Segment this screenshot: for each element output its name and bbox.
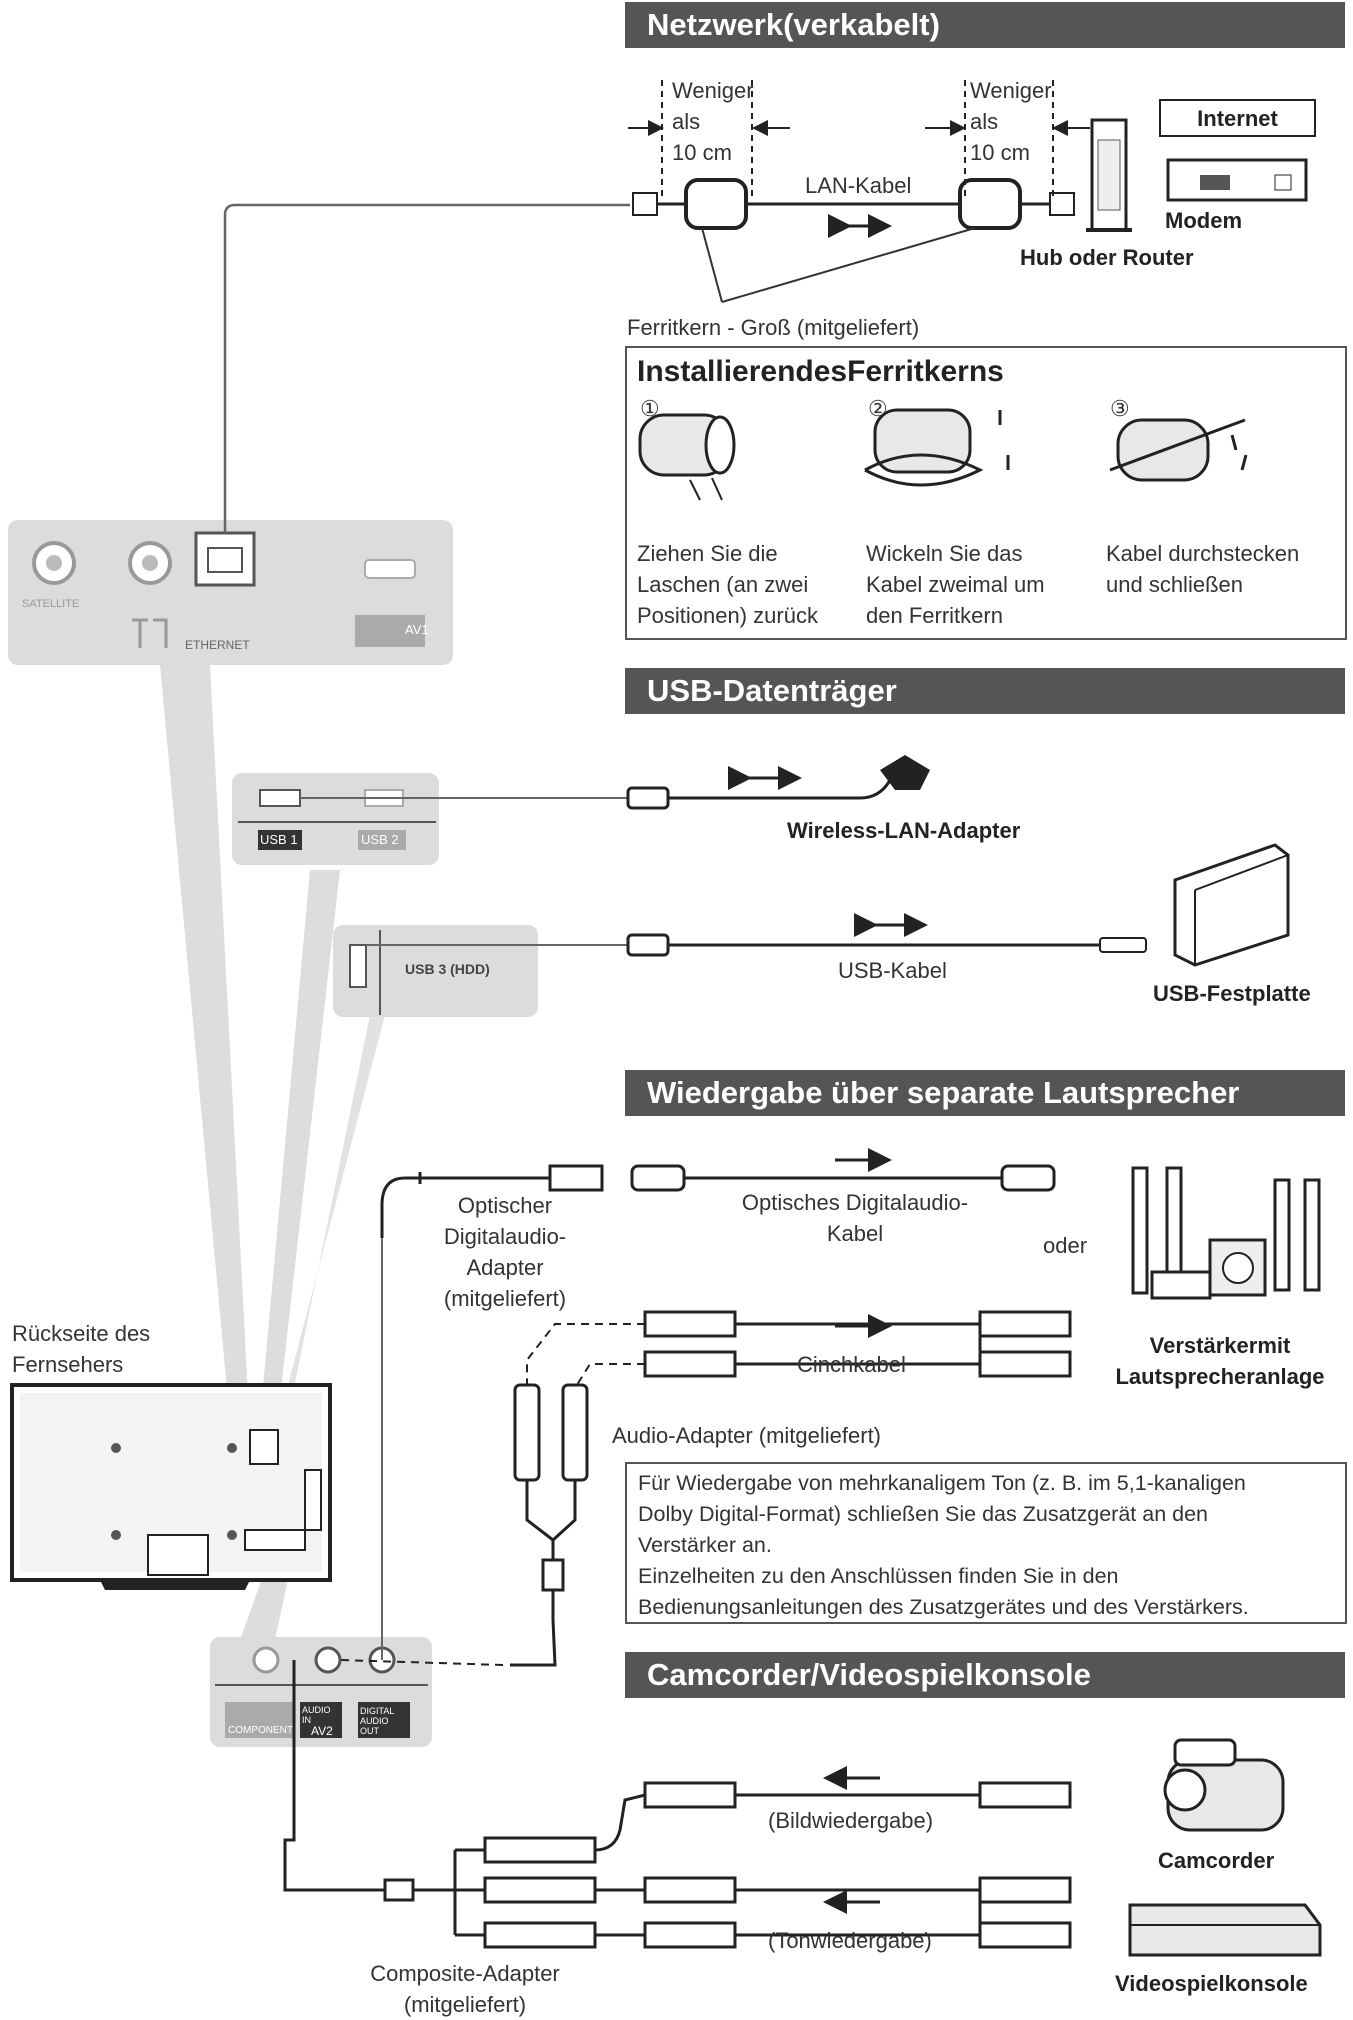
tv-back-label: Rückseite des Fernsehers bbox=[12, 1321, 151, 1377]
ethernet-label: ETHERNET bbox=[185, 638, 250, 652]
usb1-port bbox=[259, 789, 301, 807]
av1-label: AV1 bbox=[405, 622, 429, 637]
optical-adapter-label: Optischer Digitalaudio- Adapter (mitgeli… bbox=[443, 1193, 567, 1311]
or-label: oder bbox=[1043, 1233, 1088, 1258]
ethernet-port bbox=[194, 531, 256, 587]
optical-adapter bbox=[548, 1164, 604, 1192]
distance-right-label: Weniger als 10 cm bbox=[970, 78, 1052, 165]
step-3-number: ③ bbox=[1110, 396, 1130, 421]
av1-label-box bbox=[355, 615, 425, 647]
ferrite-step-1-illustration bbox=[638, 413, 736, 501]
beam-usb bbox=[250, 870, 340, 1530]
picture-playback-label: (Bildwiedergabe) bbox=[768, 1808, 934, 1833]
ferrite-core-left bbox=[684, 178, 748, 230]
step-2-text: Wickeln Sie das Kabel zweimal um den Fer… bbox=[866, 541, 1045, 628]
ferrite-install-title: InstallierendesFerritkerns bbox=[637, 355, 1004, 388]
console-illustration bbox=[1128, 1903, 1322, 1957]
usb-hdd-illustration bbox=[1173, 843, 1290, 967]
audio-adapter bbox=[510, 1383, 589, 1667]
audio-in-label: AUDIO IN bbox=[302, 1705, 331, 1725]
ferrite-step-2-illustration bbox=[864, 408, 1010, 487]
section-speakers-title: Wiedergabe über separate Lautsprecher bbox=[625, 1070, 1345, 1116]
composite-adapter-label: Composite-Adapter (mitgeliefert) bbox=[370, 1961, 560, 2017]
usb-panel bbox=[232, 773, 439, 865]
modem-label: Modem bbox=[1165, 208, 1242, 233]
step-1-number: ① bbox=[640, 396, 660, 421]
section-network-title: Netzwerk(verkabelt) bbox=[625, 2, 1345, 48]
beam-av bbox=[240, 1570, 290, 1640]
ferrite-install-box bbox=[625, 346, 1347, 640]
digital-audio-out-label: DIGITAL AUDIO OUT bbox=[360, 1706, 395, 1736]
camcorder-illustration bbox=[1163, 1738, 1285, 1832]
ferrite-core-right bbox=[958, 178, 1022, 230]
distance-left-label: Weniger als 10 cm bbox=[672, 78, 754, 165]
amplifier-label: Verstärkermit Lautsprecheranlage bbox=[1115, 1333, 1325, 1389]
internet-box bbox=[1159, 99, 1316, 137]
cinch-cable-label: Cinchkabel bbox=[797, 1352, 906, 1377]
internet-label: Internet bbox=[1197, 106, 1278, 131]
section-usb-title: USB-Datenträger bbox=[625, 668, 1345, 714]
av2-label: AV2 bbox=[311, 1724, 333, 1738]
step-2-number: ② bbox=[868, 396, 888, 421]
step-1-text: Ziehen Sie die Laschen (an zwei Position… bbox=[637, 541, 818, 628]
usb3-port bbox=[349, 944, 367, 988]
lan-cable-label: LAN-Kabel bbox=[805, 173, 912, 198]
usb1-label: USB 1 bbox=[260, 832, 298, 847]
wireless-lan-label: Wireless-LAN-Adapter bbox=[787, 818, 1021, 843]
component-label: COMPONENT bbox=[228, 1725, 293, 1736]
tv-back-illustration bbox=[10, 1383, 332, 1590]
optical-cable-label: Optisches Digitalaudio- Kabel bbox=[741, 1190, 969, 1246]
usb-cable-label: USB-Kabel bbox=[838, 958, 947, 983]
speaker-system-illustration bbox=[1131, 1166, 1321, 1300]
audio-adapter-label: Audio-Adapter (mitgeliefert) bbox=[612, 1423, 882, 1448]
ferrite-label: Ferritkern - Groß (mitgeliefert) bbox=[627, 315, 920, 340]
satellite-label: SATELLITE bbox=[22, 598, 80, 610]
av1-port bbox=[364, 559, 416, 579]
rear-panel-top bbox=[8, 520, 453, 665]
usb3-panel bbox=[333, 925, 538, 1017]
usb3-label: USB 3 (HDD) bbox=[405, 961, 490, 977]
camcorder-label: Camcorder bbox=[1158, 1848, 1275, 1873]
console-label: Videospielkonsole bbox=[1115, 1971, 1308, 1996]
note-text: Für Wiedergabe von mehrkanaligem Ton (z.… bbox=[638, 1471, 1249, 1619]
section-camcorder-title: Camcorder/Videospielkonsole bbox=[625, 1652, 1345, 1698]
sound-playback-label: (Tonwiedergabe) bbox=[768, 1928, 932, 1953]
av2-socket bbox=[314, 1646, 342, 1674]
hub-router-label: Hub oder Router bbox=[1020, 245, 1194, 270]
usb-hdd-label: USB-Festplatte bbox=[1153, 981, 1311, 1006]
beam-top bbox=[160, 665, 255, 1530]
step-3-text: Kabel durchstecken und schließen bbox=[1106, 541, 1300, 597]
wireless-lan-adapter bbox=[880, 755, 930, 790]
ferrite-step-3-illustration bbox=[1109, 418, 1248, 482]
lan-cable-line bbox=[223, 203, 630, 533]
note-box bbox=[625, 1462, 1347, 1624]
usb2-label: USB 2 bbox=[361, 832, 399, 847]
